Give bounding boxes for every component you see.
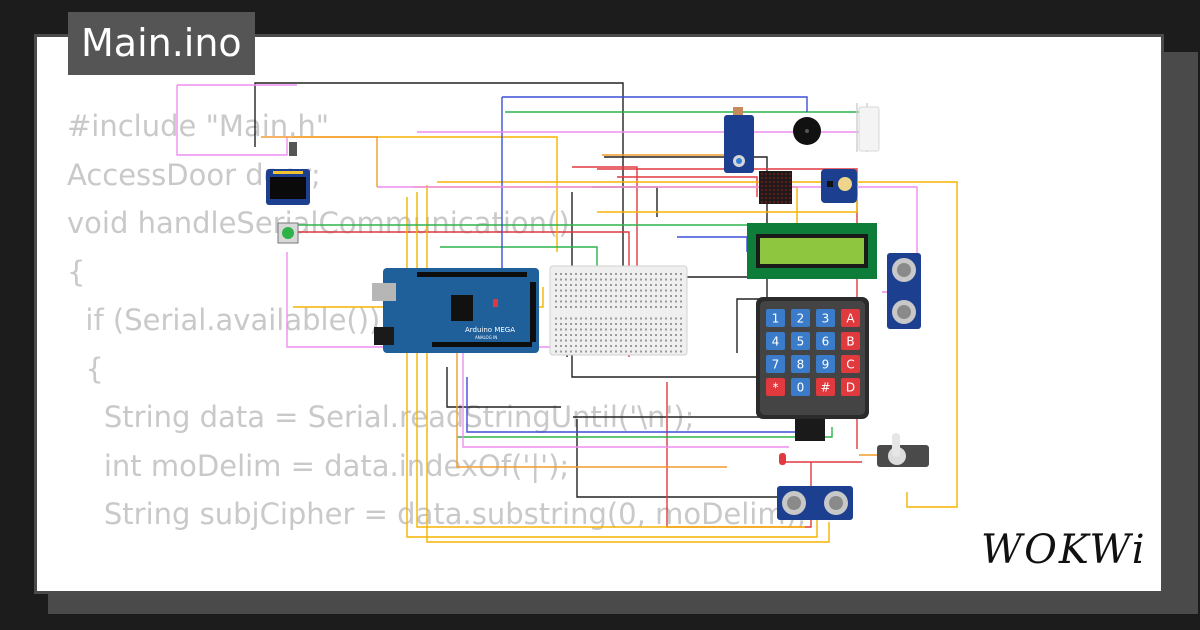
keypad-key[interactable] [816,378,835,396]
keypad-key[interactable] [766,378,785,396]
servo-motor[interactable] [877,433,929,467]
code-line: if (Serial.available()) [67,303,381,337]
breadboard [549,265,688,356]
keypad-key-label: B [846,335,854,349]
keypad-key-label: 6 [822,335,830,349]
keypad-key[interactable] [816,309,835,327]
keypad-key-label: A [846,312,855,326]
keypad-key-label: 5 [797,335,805,349]
ultrasonic-sensor-right[interactable] [887,253,921,329]
circuit-diagram: Arduino MEGA ANALOG IN [176,82,958,543]
keypad-key-label: 1 [772,312,780,326]
keypad-key-label: D [846,381,855,395]
code-line: int moDelim = data.indexOf('|'); [67,448,570,483]
keypad-key[interactable] [841,309,860,327]
code-line: String data = Serial.readStringUntil('\n… [67,400,695,434]
lcd-display[interactable] [747,223,877,279]
keypad-key[interactable] [791,378,810,396]
dht-sensor[interactable] [858,106,880,152]
slide-switch[interactable] [289,142,297,156]
keypad-key-label: 0 [797,381,805,395]
code-line: void handleSerialCommunication() [67,206,570,240]
rtc-module[interactable] [821,169,857,203]
sensor-module[interactable] [724,107,754,173]
code-preview: #include "Main.h"AccessDoor door;void ha… [67,102,807,539]
ultrasonic-sensor-bottom[interactable] [777,486,853,520]
keypad-key[interactable] [841,355,860,373]
keypad-key-label: 9 [822,358,830,372]
keypad-key-label: 2 [797,312,805,326]
led-matrix[interactable] [759,171,792,204]
keypad[interactable]: 1 2 3 A 4 5 6 B 7 8 9 C * 0 # D [756,297,869,441]
keypad-key[interactable] [791,355,810,373]
preview-card: #include "Main.h"AccessDoor door;void ha… [34,34,1164,594]
keypad-key[interactable] [766,355,785,373]
keypad-key[interactable] [791,332,810,350]
push-button[interactable] [277,222,299,244]
keypad-key-label: 7 [772,358,780,372]
keypad-key[interactable] [841,378,860,396]
oled-display[interactable] [266,169,310,205]
keypad-key-label: # [820,381,830,395]
wokwi-logo: WOKWi [981,527,1147,573]
code-line: { [67,254,86,289]
keypad-key-label: 4 [772,335,780,349]
keypad-key[interactable] [816,332,835,350]
arduino-mega-board[interactable]: Arduino MEGA ANALOG IN [372,268,539,353]
code-line: String subjCipher = data.substring(0, mo… [67,497,807,531]
red-led[interactable] [779,453,786,465]
buzzer[interactable] [793,117,821,145]
board-label: Arduino MEGA [465,326,515,334]
keypad-key-label: * [773,381,779,395]
file-title: Main.ino [68,12,255,75]
code-line: { [67,351,104,386]
board-analog-label: ANALOG IN [475,335,497,340]
keypad-key[interactable] [766,309,785,327]
keypad-key[interactable] [841,332,860,350]
keypad-key-label: 3 [822,312,830,326]
keypad-key-label: 8 [797,358,805,372]
keypad-key[interactable] [766,332,785,350]
keypad-key-label: C [846,358,854,372]
brand-text: WOKWi [981,527,1147,573]
keypad-key[interactable] [816,355,835,373]
keypad-key[interactable] [791,309,810,327]
